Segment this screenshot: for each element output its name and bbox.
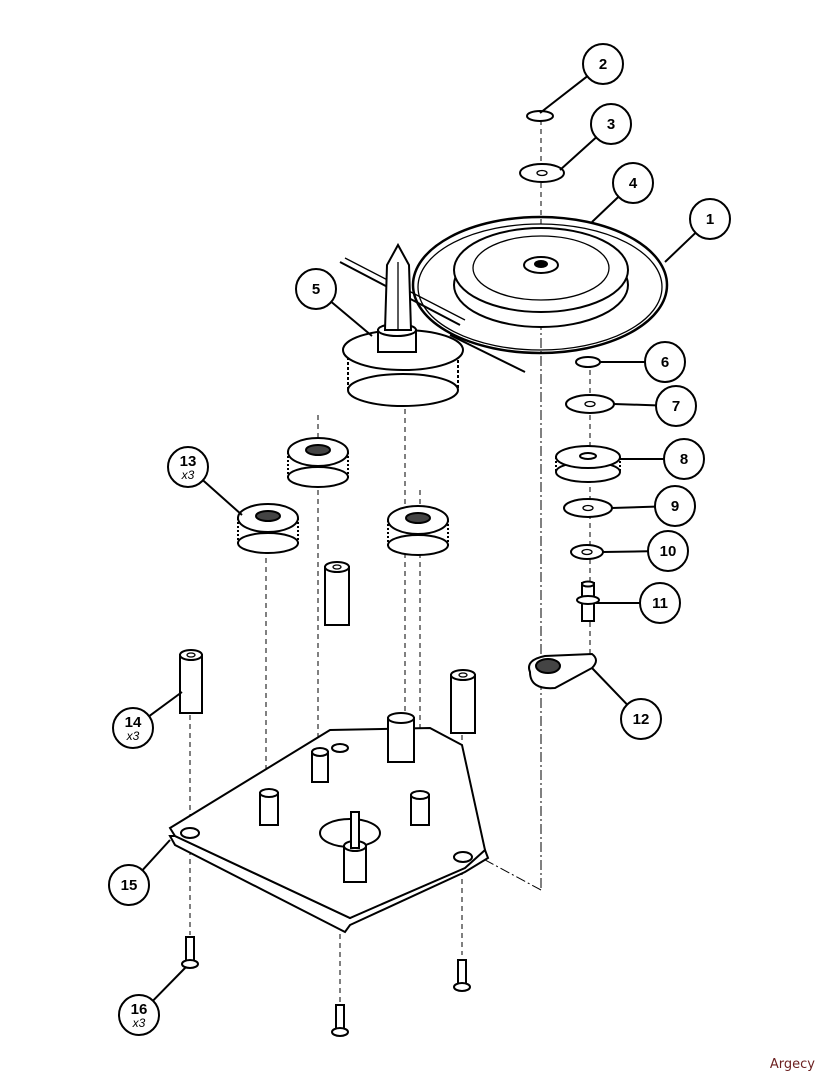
callout-number: 7 — [672, 398, 680, 415]
callout-5: 5 — [295, 268, 373, 337]
callout-number: 8 — [680, 451, 688, 468]
callout-circle — [582, 43, 624, 85]
callout-number: 5 — [312, 281, 320, 298]
callout-number: 3 — [607, 116, 615, 133]
callout-8: 8 — [620, 438, 705, 480]
callout-number: 13 — [180, 453, 197, 470]
e-ring-top — [526, 110, 554, 122]
callout-circle — [590, 103, 632, 145]
callout-number: 6 — [661, 354, 669, 371]
callout-circle — [295, 268, 337, 310]
callout-circle — [663, 438, 705, 480]
leader-line — [591, 667, 628, 706]
washer-top — [519, 163, 565, 183]
callout-number: 12 — [633, 711, 650, 728]
washer-idler-1 — [565, 394, 615, 414]
leader-line — [141, 839, 171, 871]
gear-13b — [237, 503, 299, 554]
base-plate — [168, 712, 490, 934]
screw-right — [453, 959, 471, 992]
spacer-c — [450, 669, 476, 734]
spacer-b — [324, 561, 350, 626]
callout-quantity: x3 — [126, 729, 140, 743]
callout-circle — [639, 582, 681, 624]
spacer-a — [179, 649, 203, 714]
idler-shaft — [576, 580, 600, 622]
leader-line — [148, 691, 183, 717]
callout-circle — [620, 698, 662, 740]
callout-circle — [689, 198, 731, 240]
callout-3: 3 — [559, 103, 632, 171]
callout-circle — [654, 485, 696, 527]
washer-idler-3 — [570, 544, 604, 560]
callout-circle — [644, 341, 686, 383]
callout-7: 7 — [613, 385, 697, 427]
e-ring-idler — [575, 356, 601, 368]
idler-gear — [555, 445, 621, 483]
callout-quantity: x3 — [132, 1016, 146, 1030]
leader-line — [202, 479, 243, 516]
callout-15: 15 — [108, 839, 171, 906]
callout-number: 9 — [671, 498, 679, 515]
leader-line — [602, 550, 649, 553]
belt — [339, 215, 669, 373]
callout-number: 14 — [125, 714, 142, 731]
washer-idler-2 — [563, 498, 613, 518]
callout-circle — [118, 994, 160, 1036]
leader-line — [539, 75, 588, 114]
drive-gear-shaft — [342, 242, 464, 407]
callout-circle — [108, 864, 150, 906]
gear-13c — [387, 505, 449, 556]
leader-line — [664, 232, 697, 263]
leader-line — [611, 505, 656, 509]
callout-4: 4 — [591, 162, 654, 223]
leader-line — [591, 196, 620, 223]
callout-number: 16 — [131, 1001, 148, 1018]
pulley — [453, 227, 629, 328]
leader-line — [559, 136, 597, 171]
callout-circle — [655, 385, 697, 427]
leader-line — [613, 403, 657, 407]
screw-center — [331, 1004, 349, 1037]
callout-12: 12 — [591, 667, 662, 740]
callout-circle — [167, 446, 209, 488]
callout-1: 1 — [664, 198, 731, 263]
callout-number: 11 — [652, 595, 668, 612]
leader-line — [330, 301, 373, 337]
callout-6: 6 — [600, 341, 686, 383]
callout-10: 10 — [602, 530, 689, 572]
callout-number: 10 — [660, 543, 677, 560]
callout-circle — [112, 707, 154, 749]
callout-circle — [612, 162, 654, 204]
callout-number: 15 — [121, 877, 138, 894]
gear-13a — [287, 437, 349, 488]
callout-number: 1 — [706, 211, 714, 228]
callout-circle — [647, 530, 689, 572]
callout-9: 9 — [611, 485, 696, 527]
callout-quantity: x3 — [181, 468, 195, 482]
callout-11: 11 — [596, 582, 681, 624]
leader-line — [152, 966, 187, 1002]
callout-number: 2 — [599, 56, 607, 73]
watermark: Argecy — [769, 1057, 815, 1072]
callout-number: 4 — [629, 175, 638, 192]
idler-arm — [528, 652, 597, 690]
callout-2: 2 — [539, 43, 624, 114]
screw-left — [181, 936, 199, 969]
